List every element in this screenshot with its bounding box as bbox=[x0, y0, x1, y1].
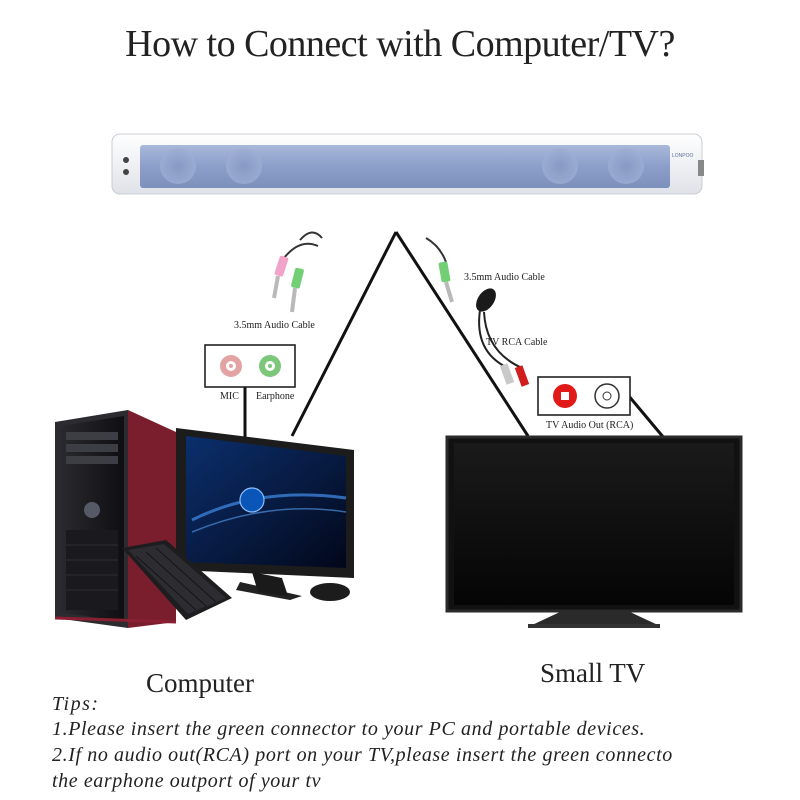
right-cable-label: 3.5mm Audio Cable bbox=[464, 272, 545, 283]
audio-cable-plugs-right bbox=[425, 237, 530, 387]
monitor-screen bbox=[186, 436, 346, 568]
speaker-brand: LONPOO bbox=[672, 153, 694, 159]
speaker-grille bbox=[140, 145, 670, 188]
mic-port-label: MIC bbox=[220, 391, 239, 402]
computer-label: Computer bbox=[146, 668, 254, 698]
computer-monitor bbox=[176, 428, 354, 600]
tips-heading: Tips: bbox=[52, 693, 100, 715]
computer-tower bbox=[54, 410, 177, 628]
tip-line-2: 2.If no audio out(RCA) port on your TV,p… bbox=[52, 744, 673, 766]
left-cable-label: 3.5mm Audio Cable bbox=[234, 320, 315, 331]
tv-label: Small TV bbox=[540, 658, 646, 688]
speaker-driver bbox=[608, 148, 644, 184]
tip-line-1: 1.Please insert the green connector to y… bbox=[52, 718, 646, 740]
speaker-driver bbox=[226, 148, 262, 184]
tv-port-label: TV Audio Out (RCA) bbox=[546, 420, 634, 431]
keyboard bbox=[122, 540, 232, 620]
diagram-title: How to Connect with Computer/TV? bbox=[125, 23, 675, 65]
headphone-jack-icon bbox=[123, 157, 129, 163]
tv-rca-ports bbox=[537, 376, 631, 416]
pc-audio-ports bbox=[204, 344, 296, 388]
speaker-driver bbox=[160, 148, 196, 184]
mouse-icon bbox=[310, 583, 350, 601]
tv-screen bbox=[454, 443, 734, 605]
tip-line-3: the earphone outport of your tv bbox=[52, 770, 322, 792]
speaker-driver bbox=[542, 148, 578, 184]
soundbar bbox=[111, 133, 704, 195]
rca-cable-label: TV RCA Cable bbox=[486, 337, 548, 348]
rca-adapter-jack bbox=[476, 288, 496, 312]
small-tv bbox=[445, 435, 743, 628]
audio-cable-plugs-left bbox=[272, 231, 323, 313]
earphone-port-label: Earphone bbox=[256, 391, 295, 402]
connection-lines bbox=[243, 231, 666, 439]
hp-logo-icon bbox=[239, 487, 265, 513]
aux-jack-icon bbox=[123, 169, 129, 175]
